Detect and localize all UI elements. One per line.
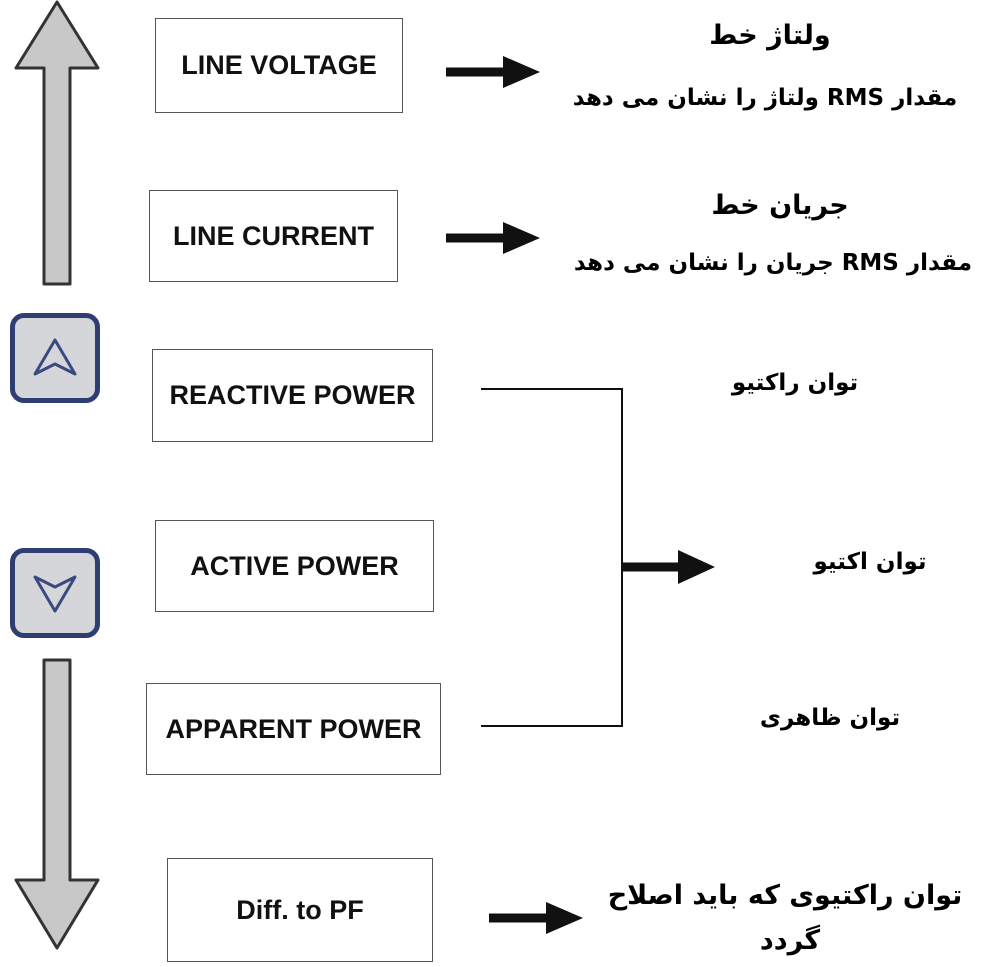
- diff-description-line2: گردد: [759, 925, 821, 956]
- reactive-power-label: توان راکتیو: [731, 370, 859, 396]
- active-power-box: ACTIVE POWER: [155, 520, 434, 612]
- triangle-down-icon: [33, 575, 77, 613]
- triangle-up-icon: [33, 338, 77, 376]
- diff-to-pf-box: Diff. to PF: [167, 858, 433, 962]
- down-arrow-icon: [14, 658, 100, 950]
- up-button[interactable]: [10, 313, 100, 403]
- down-button[interactable]: [10, 548, 100, 638]
- current-title: جریان خط: [711, 190, 849, 221]
- power-bracket: [481, 388, 715, 727]
- diff-arrow: [489, 902, 583, 934]
- up-arrow-icon: [14, 0, 100, 286]
- voltage-arrow: [446, 56, 540, 88]
- voltage-description: مقدار RMS ولتاژ را نشان می دهد: [572, 85, 958, 111]
- line-current-box: LINE CURRENT: [149, 190, 398, 282]
- apparent-power-label: توان ظاهری: [759, 705, 901, 731]
- apparent-power-box: APPARENT POWER: [146, 683, 441, 775]
- active-power-label: توان اکتیو: [813, 549, 927, 575]
- voltage-title: ولتاژ خط: [709, 20, 831, 51]
- current-description: مقدار RMS جریان را نشان می دهد: [573, 250, 973, 276]
- diff-description-line1: توان راکتیوی که باید اصلاح: [607, 880, 963, 911]
- current-arrow: [446, 222, 540, 254]
- line-voltage-box: LINE VOLTAGE: [155, 18, 403, 113]
- reactive-power-box: REACTIVE POWER: [152, 349, 433, 442]
